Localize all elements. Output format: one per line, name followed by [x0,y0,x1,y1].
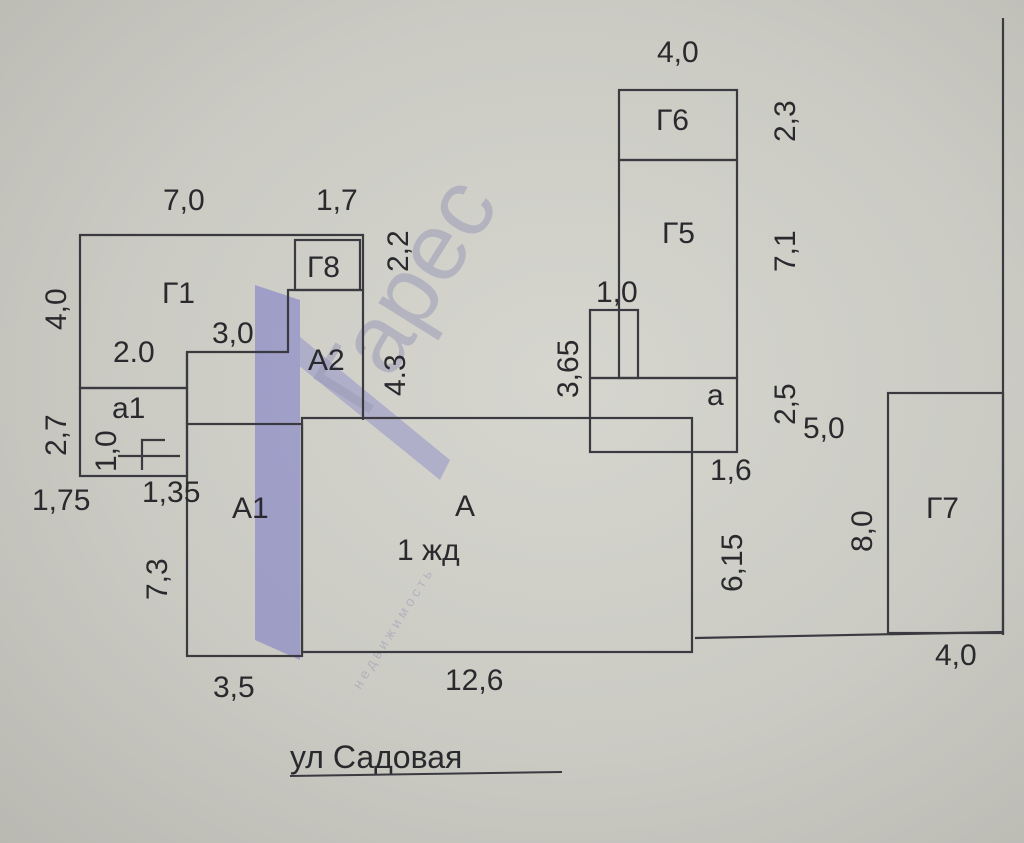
label-g1: Г1 [162,277,195,310]
dim-4-0-left: 4,0 [40,288,73,330]
dim-7-0: 7,0 [163,184,205,217]
label-a-sub: 1 жд [397,534,460,567]
watermark-diagonal [255,300,450,480]
dim-4-0-bottom: 4,0 [935,639,977,672]
room-g8 [293,238,362,292]
label-a-small: а [707,379,724,412]
dim-7-1: 7,1 [769,230,802,272]
label-a1-small: а1 [112,392,145,425]
label-a1: А1 [232,492,269,525]
dim-3-5: 3,5 [213,671,255,704]
watermark-bar [255,285,300,660]
dim-2-2: 2,2 [382,230,415,272]
dim-7-3: 7,3 [141,558,174,600]
room-g6 [617,88,739,162]
dim-2-0: 2.0 [113,336,155,369]
dim-1-7: 1,7 [316,184,358,217]
dim-1-0-top: 1,0 [596,276,638,309]
a1-step [140,438,165,470]
label-a: А [455,490,475,523]
dim-1-6: 1,6 [710,454,752,487]
label-a2: А2 [308,344,345,377]
label-g6: Г6 [656,104,689,137]
dim-6-15: 6,15 [716,534,749,592]
dim-5-0: 5,0 [803,412,845,445]
dim-4-0-top: 4,0 [657,36,699,69]
dim-1-75: 1,75 [32,484,90,517]
dim-3-0: 3,0 [212,317,254,350]
room-g7 [886,391,1005,635]
label-g5: Г5 [662,217,695,250]
dim-1-0-left: 1,0 [90,430,123,472]
room-a1-small [78,386,189,478]
watermark-strip: н е д в и ж и м о с т ь [349,567,435,692]
room-a [300,416,694,654]
dim-12-6: 12,6 [445,664,503,697]
label-g7: Г7 [926,492,959,525]
dim-2-3: 2,3 [769,100,802,142]
street-underline [289,771,563,777]
dim-4-3: 4.3 [379,354,412,396]
room-a1 [185,422,304,658]
dim-8-0: 8,0 [846,510,879,552]
dim-1-35: 1,35 [142,476,200,509]
dim-2-7: 2,7 [40,414,73,456]
label-g8: Г8 [307,251,340,284]
room-g5 [617,158,739,380]
dim-2-5: 2,5 [769,383,802,425]
dim-3-65: 3,65 [552,340,585,398]
room-porch [588,308,640,380]
street-name: ул Садовая [290,739,462,775]
